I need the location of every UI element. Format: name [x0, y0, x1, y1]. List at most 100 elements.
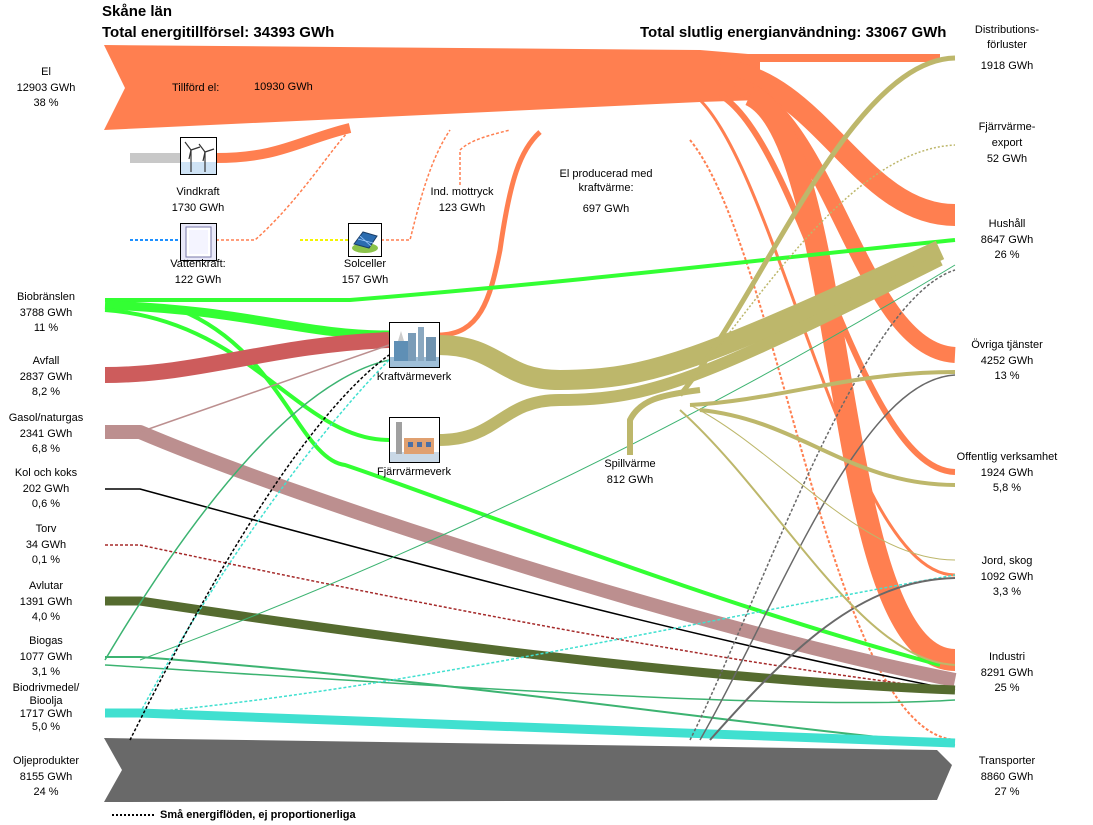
- source-value: 1077 GWh: [19, 650, 73, 663]
- tech-name: Vindkraft: [176, 186, 220, 198]
- target-value: 1092 GWh: [980, 570, 1034, 583]
- flow-gasol-kvv: [139, 344, 390, 433]
- target-name: Industri: [988, 651, 1026, 663]
- tech-name: Vattenkraft:: [170, 258, 226, 270]
- source-value: 34 GWh: [25, 538, 67, 551]
- source-oljeprodukter: Oljeprodukter 8155 GWh 24 %: [0, 754, 92, 801]
- flow-biogas-b: [104, 359, 390, 661]
- flow-fjv-heat: [437, 254, 943, 446]
- target-share: 27 %: [994, 786, 1020, 798]
- target-transporter: Transporter 8860 GWh 27 %: [952, 754, 1062, 801]
- source-gasol: Gasol/naturgas 2341 GWh 6,8 %: [0, 411, 92, 458]
- source-value: 8155 GWh: [19, 770, 73, 783]
- flow-vatten-el: [216, 129, 351, 241]
- tech-value: 1730 GWh: [171, 201, 225, 214]
- target-share: 25 %: [994, 682, 1020, 694]
- flow-bio-industri: [179, 308, 941, 667]
- flow-heat-ind: [679, 409, 956, 666]
- source-value: 2341 GWh: [19, 427, 73, 440]
- target-name: Transporter: [978, 755, 1036, 767]
- el-kraftvarme: El producerad med kraftvärme: 697 GWh: [550, 167, 662, 216]
- flow-olje-hush: [689, 269, 956, 741]
- target-share: 26 %: [994, 249, 1020, 261]
- target-name: Distributions- förluster: [974, 24, 1040, 51]
- source-name: Biogas: [29, 635, 63, 647]
- source-share: 0,6 %: [31, 498, 61, 510]
- flow-mottryck: [459, 129, 511, 185]
- target-name: Övriga tjänster: [971, 339, 1043, 351]
- source-avlutar: Avlutar 1391 GWh 4,0 %: [0, 579, 92, 626]
- flow-sol-el: [381, 129, 451, 241]
- total-supply-label: Total energitillförsel:: [102, 24, 250, 41]
- flow-kol-industri: [105, 488, 956, 691]
- source-value: 2837 GWh: [19, 370, 73, 383]
- total-use-value: 33067 GWh: [865, 24, 947, 41]
- target-value: 1924 GWh: [980, 466, 1034, 479]
- ind-mottryck-label: Ind. mottryck: [430, 186, 494, 198]
- tech-name: Solceller: [343, 258, 387, 270]
- source-name: Torv: [35, 523, 57, 535]
- target-value: 8647 GWh: [980, 233, 1034, 246]
- target-ovriga-tjanster: Övriga tjänster 4252 GWh 13 %: [952, 338, 1062, 385]
- tech-vattenkraft: Vattenkraft: 122 GWh: [158, 257, 238, 288]
- tillford-el-value: 10930 GWh: [254, 81, 313, 93]
- target-value: 8291 GWh: [980, 666, 1034, 679]
- tech-solceller: Solceller 157 GWh: [325, 257, 405, 288]
- district-heating-plant-icon: [389, 417, 440, 463]
- target-name: Fjärrvärme- export: [978, 121, 1036, 149]
- flow-spill: [627, 387, 701, 455]
- source-share: 24 %: [33, 786, 59, 798]
- source-value: 1391 GWh: [19, 595, 73, 608]
- source-share: 6,8 %: [31, 443, 61, 455]
- source-biodrivmedel: Biodrivmedel/ Bioolja 1717 GWh 5,0 %: [0, 682, 92, 734]
- tech-value: 122 GWh: [174, 273, 222, 286]
- target-share: 5,8 %: [992, 482, 1022, 494]
- source-name: Gasol/naturgas: [8, 412, 84, 424]
- solar-panel-icon: [348, 223, 382, 257]
- target-fjarrvarmeexport: Fjärrvärme- export 52 GWh: [952, 119, 1062, 167]
- flow-gasol-industri: [105, 425, 957, 687]
- flow-el-transport: [689, 139, 956, 741]
- flow-el-main: [104, 45, 760, 130]
- tech-kraftvarmeverk: Kraftvärmeverk: [376, 371, 452, 383]
- flow-olje-ovr: [699, 374, 956, 741]
- flow-avfall-kvv: [104, 332, 390, 383]
- hydro-power-icon: [180, 223, 217, 261]
- source-name: Avlutar: [28, 580, 64, 592]
- source-biogas: Biogas 1077 GWh 3,1 %: [0, 634, 92, 681]
- total-use-label: Total slutlig energianvändning:: [640, 24, 862, 41]
- dotted-line-icon: [112, 814, 156, 816]
- target-distributionsforluster: Distributions- förluster 1918 GWh: [952, 23, 1062, 74]
- el-kraftvarme-value: 697 GWh: [582, 203, 630, 215]
- source-share: 3,1 %: [31, 666, 61, 678]
- flow-el-industri: [744, 84, 957, 671]
- target-share: 3,3 %: [992, 586, 1022, 598]
- source-share: 11 %: [33, 322, 59, 334]
- source-name: Oljeprodukter: [12, 755, 80, 767]
- flow-olje-kvv: [129, 354, 390, 741]
- flow-kvv-heat: [437, 240, 945, 390]
- wind-turbine-icon: [180, 137, 217, 175]
- flow-bio-hushall: [105, 238, 956, 302]
- legend-text: Små energiflöden, ej proportionerliga: [160, 809, 356, 821]
- flow-olje-jord: [709, 577, 956, 741]
- total-supply-value: 34393 GWh: [253, 24, 335, 41]
- source-name: Avfall: [32, 355, 60, 367]
- source-kol: Kol och koks 202 GWh 0,6 %: [0, 466, 92, 513]
- flow-heat-off: [699, 408, 956, 487]
- source-share: 8,2 %: [31, 386, 61, 398]
- flow-biodriv-dots: [139, 359, 390, 714]
- flow-kvv-el: [437, 130, 542, 338]
- total-supply: Total energitillförsel: 34393 GWh: [102, 24, 334, 41]
- spillvarme-label: Spillvärme: [604, 458, 656, 470]
- flow-biogas-d: [104, 664, 956, 704]
- source-share: 0,1 %: [31, 554, 61, 566]
- target-hushall: Hushåll 8647 GWh 26 %: [952, 217, 1062, 264]
- tech-fjarrvarmeverk: Fjärrvärmeverk: [377, 466, 451, 478]
- target-name: Jord, skog: [981, 555, 1033, 567]
- target-value: 52 GWh: [986, 153, 1028, 165]
- source-share: 38 %: [33, 97, 59, 109]
- target-share: 13 %: [994, 370, 1020, 382]
- flow-biogas-a: [105, 656, 956, 746]
